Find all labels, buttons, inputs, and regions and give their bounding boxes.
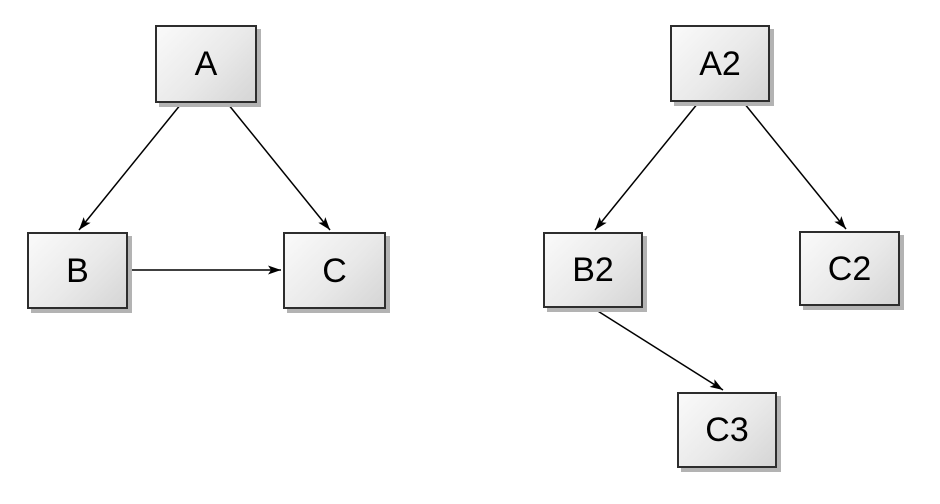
node-label: B2 xyxy=(572,251,614,289)
edge-A2-B2 xyxy=(594,102,699,231)
node-label: C3 xyxy=(705,411,749,449)
node-C[interactable]: C xyxy=(283,232,386,309)
node-label: B xyxy=(66,251,89,290)
edge-A-B xyxy=(78,103,182,231)
node-label: A2 xyxy=(699,44,741,83)
node-C3[interactable]: C3 xyxy=(677,392,777,468)
node-label: C2 xyxy=(827,249,872,288)
node-B2[interactable]: B2 xyxy=(543,232,643,308)
node-A[interactable]: A xyxy=(155,25,257,103)
node-C2[interactable]: C2 xyxy=(799,231,900,306)
edge-A-C xyxy=(227,103,331,231)
node-A2[interactable]: A2 xyxy=(670,25,770,102)
node-B[interactable]: B xyxy=(27,232,128,309)
edge-B2-C3 xyxy=(592,307,724,391)
node-label: A xyxy=(194,45,218,83)
edge-A2-C2 xyxy=(743,102,847,230)
node-label: C xyxy=(322,251,347,290)
